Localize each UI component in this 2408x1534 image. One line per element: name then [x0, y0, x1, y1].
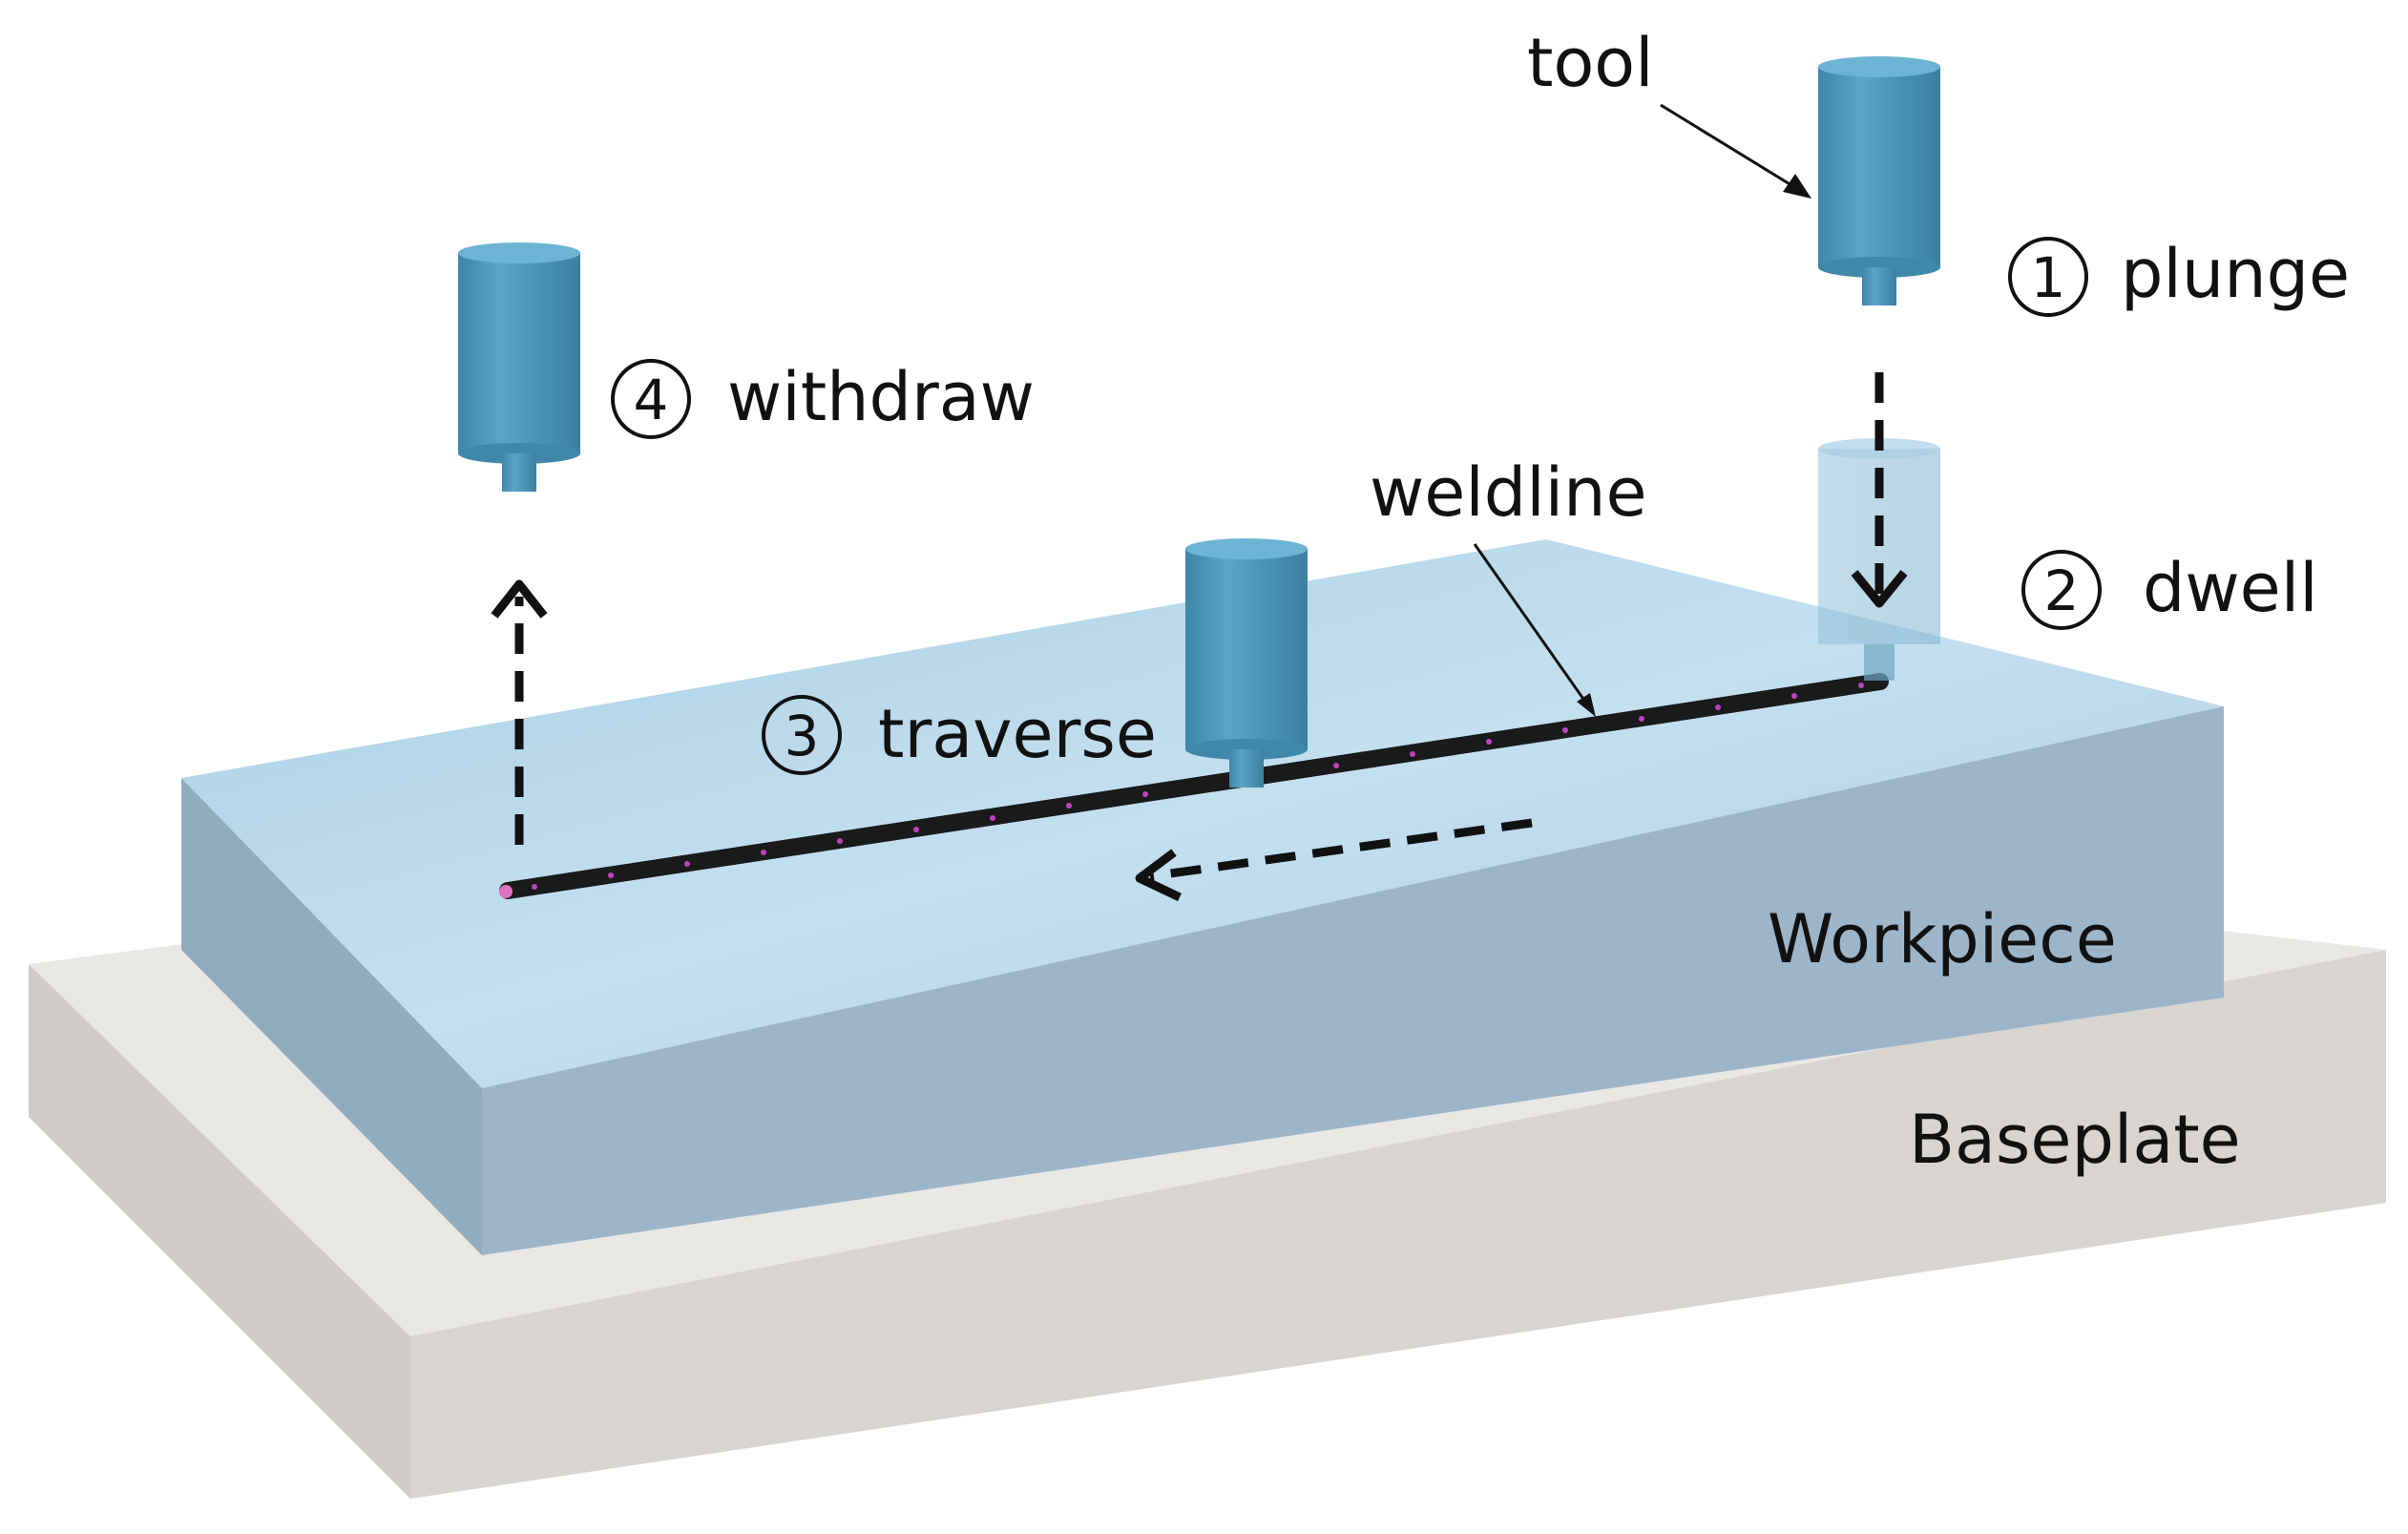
step-4-number: 4 — [634, 368, 669, 432]
tool-dwell-ghost — [1818, 438, 1940, 681]
tool-label: tool — [1527, 24, 1654, 102]
tool-leader-line — [1660, 103, 1811, 199]
tool-traverse — [1185, 538, 1308, 788]
weldline-label: weldline — [1370, 453, 1647, 532]
plunge-label: plunge — [2121, 235, 2350, 313]
step-1-number: 1 — [2031, 245, 2066, 310]
weldline-track — [499, 673, 1889, 899]
step-4-marker: 4 — [611, 359, 691, 439]
dwell-label: dwell — [2143, 549, 2318, 627]
workpiece-left-face — [181, 778, 482, 1255]
plunge-arrow — [1851, 372, 1908, 608]
weld-dots — [532, 683, 1864, 890]
step-2-number: 2 — [2044, 558, 2080, 623]
baseplate-front-face — [29, 964, 410, 1499]
withdraw-arrow — [491, 579, 548, 845]
workpiece-front-face — [482, 706, 2224, 1255]
withdraw-label: withdraw — [727, 358, 1035, 436]
tool-plunge — [1818, 56, 1940, 305]
step-3-number: 3 — [785, 704, 820, 768]
traverse-label: traverse — [878, 695, 1157, 773]
weld-start-dot — [499, 885, 513, 898]
baseplate-label: Baseplate — [1909, 1101, 2241, 1179]
step-2-marker: 2 — [2021, 550, 2102, 630]
workpiece-top-face — [181, 539, 2224, 1088]
weldline-leader-line — [1473, 543, 1596, 717]
step-1-marker: 1 — [2008, 237, 2088, 317]
workpiece-label: Workpiece — [1768, 900, 2117, 978]
weldline — [499, 673, 1889, 899]
workpiece — [181, 539, 2224, 1255]
baseplate-right-face — [410, 950, 2386, 1499]
tool-withdraw — [458, 242, 580, 492]
traverse-arrow — [1135, 818, 1533, 902]
step-3-marker: 3 — [762, 695, 842, 775]
